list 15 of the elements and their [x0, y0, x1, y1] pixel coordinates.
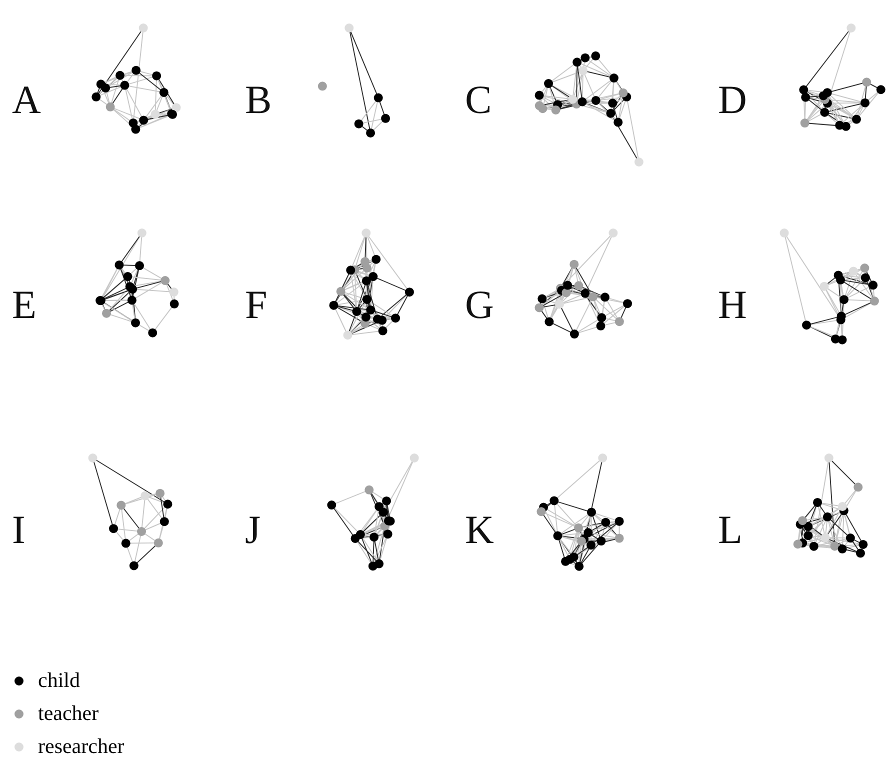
legend-label: child: [38, 668, 80, 693]
panel-label: G: [465, 285, 494, 325]
panel-label: E: [12, 285, 36, 325]
panel-label: D: [718, 80, 747, 120]
legend-label: researcher: [38, 734, 124, 759]
panel-label: C: [465, 80, 492, 120]
legend-label: teacher: [38, 701, 99, 726]
panel-label: J: [245, 510, 261, 550]
panel-label: I: [12, 510, 26, 550]
panel-label: A: [12, 80, 41, 120]
panel-label: B: [245, 80, 272, 120]
panel-label: F: [245, 285, 268, 325]
panel-label: K: [465, 510, 494, 550]
panel-label: L: [718, 510, 742, 550]
panel-label: H: [718, 285, 747, 325]
